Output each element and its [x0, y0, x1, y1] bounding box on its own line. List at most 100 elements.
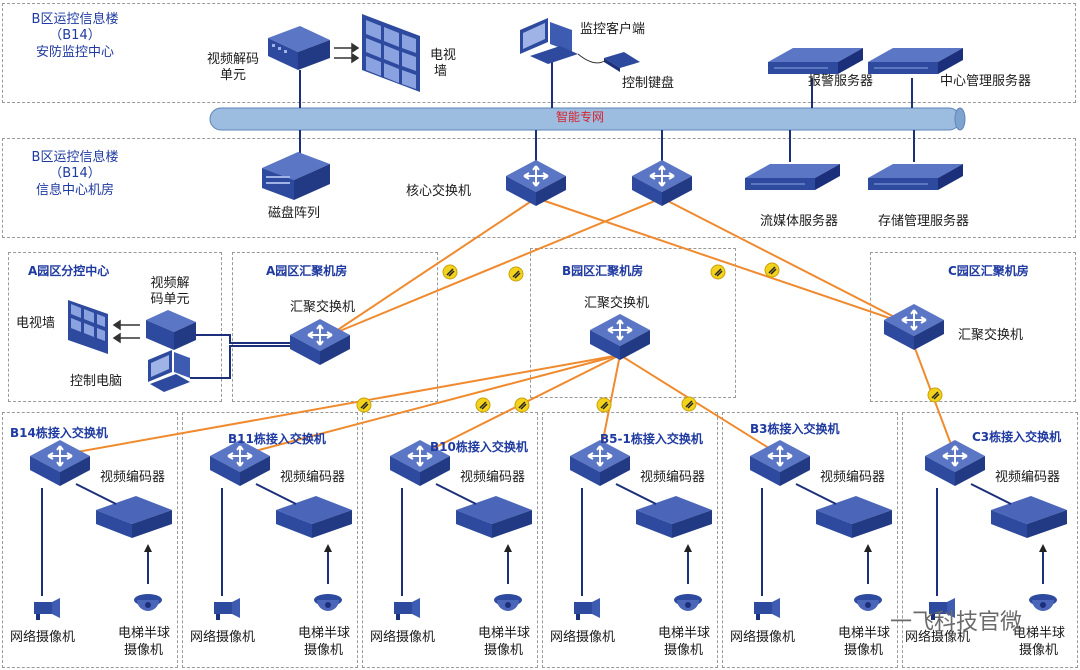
- access-c3-title: C3栋接入交换机: [972, 430, 1062, 444]
- network-camera-label-b5: 网络摄像机: [550, 630, 616, 645]
- encoder-label-b3: 视频编码器: [820, 470, 886, 485]
- tv-wall-a-label: 电视墙: [16, 316, 56, 331]
- network-camera-icon: [214, 598, 240, 620]
- control-keyboard-device: [577, 52, 640, 72]
- dome-camera-label1-b10: 电梯半球: [478, 626, 531, 641]
- access-link-c3: [970, 483, 1012, 505]
- access-b5-title: B5-1栋接入交换机: [600, 432, 703, 446]
- zone-access-b14: [2, 412, 178, 668]
- encoder-label-b14: 视频编码器: [100, 470, 166, 485]
- storage-mgmt-server-device: [867, 163, 964, 191]
- zone-b-agg-title: B园区汇聚机房: [562, 264, 644, 278]
- video-encoder-b14: [96, 496, 172, 538]
- alarm-server-device: [767, 47, 864, 75]
- storage-mgmt-server-label: 存储管理服务器: [878, 214, 970, 229]
- tv-wall-top: [362, 14, 420, 92]
- dome-camera-label2-b3: 摄像机: [844, 643, 884, 658]
- disk-array-label: 磁盘阵列: [268, 206, 321, 221]
- zone-access-b10: [362, 412, 538, 668]
- video-decoder-a: [146, 310, 196, 350]
- network-camera-icon: [754, 598, 780, 620]
- dome-camera-icon: [674, 594, 702, 611]
- dome-camera-icon: [134, 594, 162, 611]
- zone-b14-security: [2, 3, 1076, 103]
- zone-access-b11: [182, 412, 358, 668]
- arrow-up-icon: [864, 544, 872, 552]
- center-mgmt-server-device: [867, 47, 964, 75]
- control-pc-label: 控制电脑: [70, 374, 123, 389]
- zone-access-c3: [902, 412, 1078, 668]
- video-encoder-b3: [816, 496, 892, 538]
- dome-camera-icon: [494, 594, 522, 611]
- arrow-up-icon: [1039, 544, 1047, 552]
- private-network-label: 智能专网: [556, 110, 605, 124]
- dome-camera-icon: [314, 594, 342, 611]
- agg-switch-a: [289, 318, 351, 366]
- network-camera-label-b11: 网络摄像机: [190, 630, 256, 645]
- video-encoder-b5: [636, 496, 712, 538]
- dome-camera-label2-b10: 摄像机: [484, 643, 524, 658]
- b14-info-title: B区运控信息楼 （B14） 信息中心机房: [31, 150, 119, 198]
- monitor-client-label: 监控客户端: [580, 22, 646, 37]
- dome-camera-icon: [854, 594, 882, 611]
- dome-camera-icon: [1029, 594, 1057, 611]
- alarm-server-label: 报警服务器: [808, 74, 874, 89]
- access-switch-b14: [29, 439, 91, 487]
- zone-b-agg: [530, 248, 736, 398]
- dome-camera-label2-b5: 摄像机: [664, 643, 704, 658]
- arrow-up-icon: [684, 544, 692, 552]
- dome-camera-label1-b14: 电梯半球: [118, 626, 171, 641]
- video-decoder-label: 视频解码 单元: [206, 52, 259, 84]
- network-camera-icon: [394, 598, 420, 620]
- dome-camera-label1-b3: 电梯半球: [838, 626, 891, 641]
- network-camera-label-b3: 网络摄像机: [730, 630, 796, 645]
- encoder-label-b5: 视频编码器: [640, 470, 706, 485]
- dome-camera-label1-b11: 电梯半球: [298, 626, 351, 641]
- b14-security-title: B区运控信息楼 （B14） 安防监控中心: [31, 12, 119, 60]
- access-link-b3: [795, 483, 837, 505]
- dome-camera-label2-c3: 摄像机: [1019, 643, 1059, 658]
- network-camera-icon: [34, 598, 60, 620]
- zone-a-agg: [232, 252, 438, 402]
- access-link-b14: [75, 483, 117, 505]
- access-b11-title: B11栋接入交换机: [228, 432, 326, 446]
- monitor-client: [520, 18, 578, 64]
- tv-wall-label: 电视 墙: [430, 48, 457, 80]
- access-b14-title: B14栋接入交换机: [10, 426, 108, 440]
- network-camera-icon: [574, 598, 600, 620]
- network-camera-label-b14: 网络摄像机: [10, 630, 76, 645]
- access-link-b5: [615, 483, 657, 505]
- streaming-server-label: 流媒体服务器: [760, 214, 839, 229]
- encoder-label-b10: 视频编码器: [460, 470, 526, 485]
- center-mgmt-server-label: 中心管理服务器: [940, 74, 1032, 89]
- access-link-b11: [255, 483, 297, 505]
- watermark: 一飞科技官微: [890, 610, 1023, 635]
- access-switch-c3: [924, 439, 986, 487]
- control-keyboard-label: 控制键盘: [622, 76, 675, 91]
- agg-switch-c-label: 汇聚交换机: [958, 328, 1024, 343]
- core-switch-2: [631, 159, 693, 207]
- network-camera-label-c3: 网络摄像机: [905, 630, 971, 645]
- core-switch-1: [505, 159, 567, 207]
- arrow-up-icon: [504, 544, 512, 552]
- zone-c-agg: [870, 252, 1076, 402]
- zone-access-b3: [722, 412, 898, 668]
- arrow-up-icon: [144, 544, 152, 552]
- access-link-b10: [435, 483, 477, 505]
- encoder-label-b11: 视频编码器: [280, 470, 346, 485]
- video-encoder-b10: [456, 496, 532, 538]
- dome-camera-label1-c3: 电梯半球: [1013, 626, 1066, 641]
- core-switch-label: 核心交换机: [406, 184, 472, 199]
- control-pc-device: [148, 350, 190, 392]
- agg-switch-b: [589, 313, 651, 361]
- zone-b14-info: [2, 138, 1076, 238]
- network-camera-label-b10: 网络摄像机: [370, 630, 436, 645]
- tv-wall-a: [68, 300, 108, 354]
- video-encoder-b11: [276, 496, 352, 538]
- zone-access-b5: [542, 412, 718, 668]
- agg-switch-a-label: 汇聚交换机: [290, 300, 356, 315]
- zone-a-agg-title: A园区汇聚机房: [266, 264, 348, 278]
- disk-array-device: [262, 152, 330, 200]
- arrow-up-icon: [324, 544, 332, 552]
